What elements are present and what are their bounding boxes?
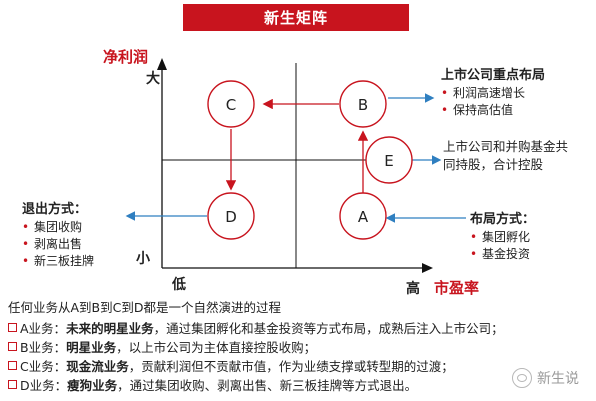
y-axis-high: 大 [146, 71, 160, 87]
y-axis-label: 净利润 [103, 48, 149, 66]
x-axis-label: 市盈率 [434, 279, 480, 297]
wechat-icon [512, 368, 532, 388]
exit-title: 退出方式： [22, 202, 88, 217]
middle-right-block: 上市公司和并购基金共 同持股，合计控股 [443, 138, 568, 174]
node-c-circle [207, 80, 255, 128]
description-b: B业务：明星业务，以上市公司为主体直接控股收购； [8, 338, 504, 357]
y-axis-low: 小 [136, 251, 150, 267]
node-e-label: E [384, 152, 393, 170]
top-right-title: 上市公司重点布局 [441, 68, 546, 83]
node-a-label: A [358, 208, 369, 226]
business-descriptions: A业务：未来的明星业务，通过集团孵化和基金投资等方式布局，成熟后注入上市公司； … [8, 319, 504, 395]
title-banner: 新生矩阵 [183, 4, 409, 31]
y-axis-arrowhead [157, 58, 167, 70]
list-item: 集团孵化 [470, 229, 535, 246]
square-bullet-icon [8, 342, 17, 351]
list-item: 利润高速增长 [441, 85, 545, 102]
layout-title: 布局方式： [470, 212, 536, 227]
node-b-label: B [358, 96, 368, 114]
list-item: 基金投资 [470, 246, 535, 263]
square-bullet-icon [8, 361, 17, 370]
node-a-circle [339, 192, 387, 240]
x-axis-low: 低 [172, 277, 186, 293]
node-c-label: C [226, 96, 236, 114]
diagram-title: 新生矩阵 [263, 9, 328, 27]
layout-block: 布局方式： 集团孵化 基金投资 [470, 208, 535, 263]
description-a: A业务：未来的明星业务，通过集团孵化和基金投资等方式布局，成熟后注入上市公司； [8, 319, 504, 338]
middle-right-line-1: 上市公司和并购基金共 [443, 139, 569, 154]
list-item: 保持高估值 [441, 102, 545, 119]
list-item: 集团收购 [22, 219, 94, 236]
x-axis-high: 高 [406, 281, 420, 297]
node-d-label: D [225, 208, 237, 226]
list-item: 剥离出售 [22, 236, 94, 253]
node-d-circle [207, 192, 255, 240]
square-bullet-icon [8, 323, 17, 332]
watermark: 新生说 [512, 368, 579, 388]
square-bullet-icon [8, 380, 17, 389]
middle-right-line-2: 同持股，合计控股 [443, 157, 544, 172]
node-e-circle [365, 136, 413, 184]
watermark-text: 新生说 [537, 371, 579, 387]
node-b-circle [339, 80, 387, 128]
description-d: D业务：瘦狗业务，通过集团收购、剥离出售、新三板挂牌等方式退出。 [8, 376, 504, 395]
summary-text: 任何业务从A到B到C到D都是一个自然演进的过程 [8, 300, 281, 315]
exit-block: 退出方式： 集团收购 剥离出售 新三板挂牌 [22, 198, 94, 270]
list-item: 新三板挂牌 [22, 253, 94, 270]
x-axis-arrowhead [422, 263, 433, 273]
top-right-block: 上市公司重点布局 利润高速增长 保持高估值 [441, 64, 545, 119]
description-c: C业务：现金流业务，贡献利润但不贡献市值，作为业绩支撑或转型期的过渡； [8, 357, 504, 376]
